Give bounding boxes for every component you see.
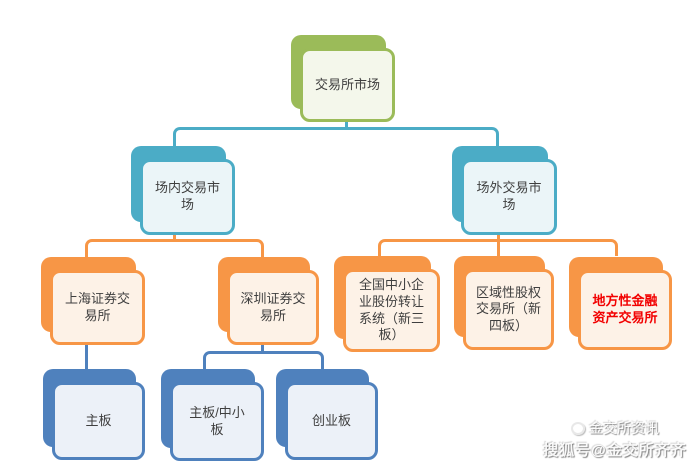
node-shanghai-stock-exchange: 上海证券交易所 — [41, 257, 145, 345]
connector-root-stem — [345, 121, 348, 128]
watermark-brand-text: 金交所资讯 — [589, 420, 659, 436]
node-label: 创业板 — [311, 412, 351, 428]
node-label: 区域性股权交易所（新四板） — [476, 284, 542, 333]
connector-szse-bracket — [203, 351, 324, 369]
node-label: 场外交易市场 — [476, 180, 542, 212]
node-main-sme-board: 主板/中小板 — [161, 369, 264, 461]
node-offsite-market: 场外交易市场 — [452, 146, 557, 235]
node-label: 深圳证券交易所 — [240, 290, 306, 323]
node-onsite-market: 场内交易市场 — [131, 146, 235, 235]
connector-offsite-middle-drop — [497, 239, 500, 256]
watermark: 金交所资讯 搜狐号@金交所齐齐 — [536, 418, 694, 460]
node-label: 上海证券交易所 — [65, 290, 131, 323]
node-label: 交易所市场 — [315, 76, 381, 92]
connector-onsite-stem — [173, 234, 176, 240]
brand-ring-logo-icon — [571, 421, 585, 435]
node-label: 场内交易市场 — [155, 180, 221, 212]
node-main-board: 主板 — [43, 369, 145, 460]
node-shenzhen-stock-exchange: 深圳证券交易所 — [218, 257, 319, 345]
connector-sse-line — [85, 344, 88, 369]
node-regional-equity-exchange: 区域性股权交易所（新四板） — [454, 256, 554, 350]
node-exchange-market: 交易所市场 — [291, 35, 395, 122]
node-label: 全国中小企业股份转让系统（新三板） — [359, 277, 425, 343]
watermark-brand-line: 金交所资讯 — [536, 418, 694, 438]
node-local-financial-asset-exchange: 地方性金融资产交易所 — [569, 257, 672, 350]
connector-offsite-stem — [497, 234, 500, 240]
node-label: 主板 — [85, 412, 112, 428]
connector-szse-stem — [261, 344, 264, 352]
connector-root-bracket — [173, 127, 499, 146]
node-label: 地方性金融资产交易所 — [592, 293, 658, 325]
connector-onsite-bracket — [85, 239, 264, 257]
node-label: 主板/中小板 — [189, 404, 245, 437]
node-neeq-new-third-board: 全国中小企业股份转让系统（新三板） — [334, 256, 440, 352]
node-chinext-board: 创业板 — [276, 369, 378, 460]
watermark-account-text: 搜狐号@金交所齐齐 — [543, 442, 687, 459]
